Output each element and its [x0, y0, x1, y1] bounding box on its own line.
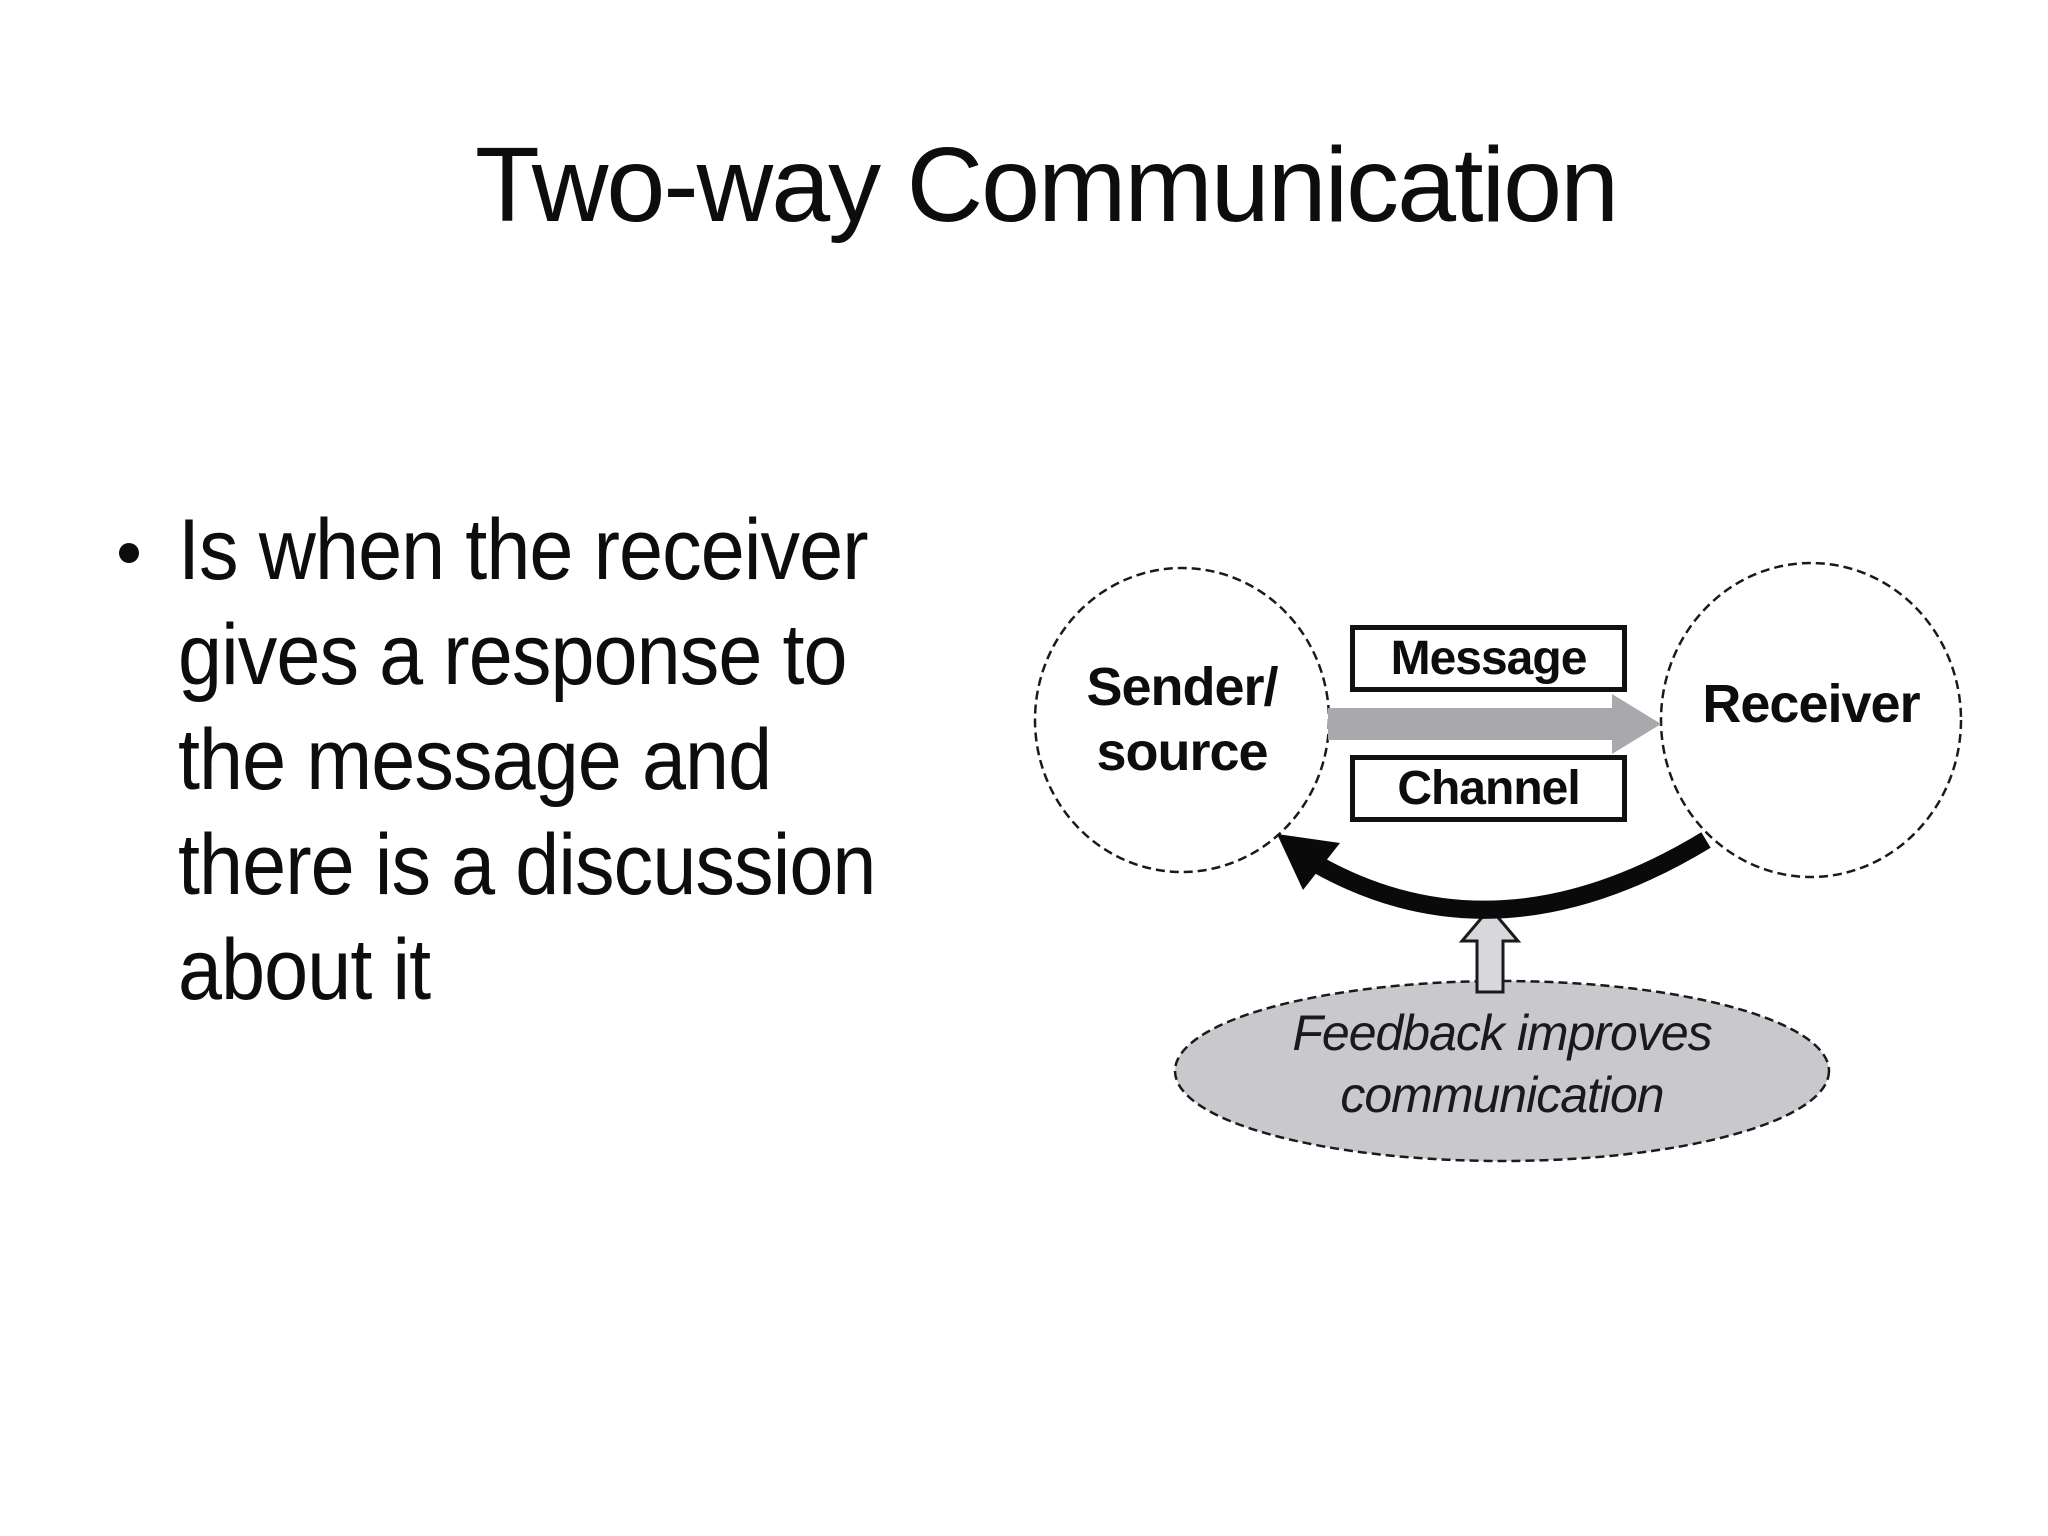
receiver-node-label: Receiver [1702, 674, 1920, 734]
sender-label-line1: Sender/ [1086, 657, 1278, 717]
bullet-line: the message and [178, 712, 772, 808]
feedback-curve [1315, 832, 1711, 919]
feedback-up-arrow-icon [1458, 905, 1522, 994]
feedback-label-line2: communication [1340, 1067, 1664, 1123]
bullet-item: Is when the receiver gives a response to… [178, 498, 876, 1023]
sender-node-label: Sender/ source [1032, 655, 1332, 785]
bullet-marker [119, 543, 139, 563]
bullet-line: gives a response to [178, 607, 848, 703]
bullet-line: Is when the receiver [178, 502, 869, 598]
message-box: Message [1350, 625, 1627, 692]
message-arrow-icon [1328, 694, 1661, 754]
bullet-line: there is a discussion [178, 817, 876, 913]
receiver-circle [1659, 561, 1963, 879]
feedback-ellipse [1173, 979, 1831, 1163]
feedback-label-line1: Feedback improves [1292, 1005, 1712, 1061]
feedback-ellipse-label: Feedback improves communication [1202, 1002, 1802, 1126]
feedback-arrowhead-icon [1277, 834, 1340, 890]
channel-box: Channel [1350, 755, 1627, 822]
sender-label-line2: source [1096, 722, 1268, 782]
bullet-line: about it [178, 922, 431, 1018]
slide-title: Two-way Communication [474, 126, 1619, 244]
